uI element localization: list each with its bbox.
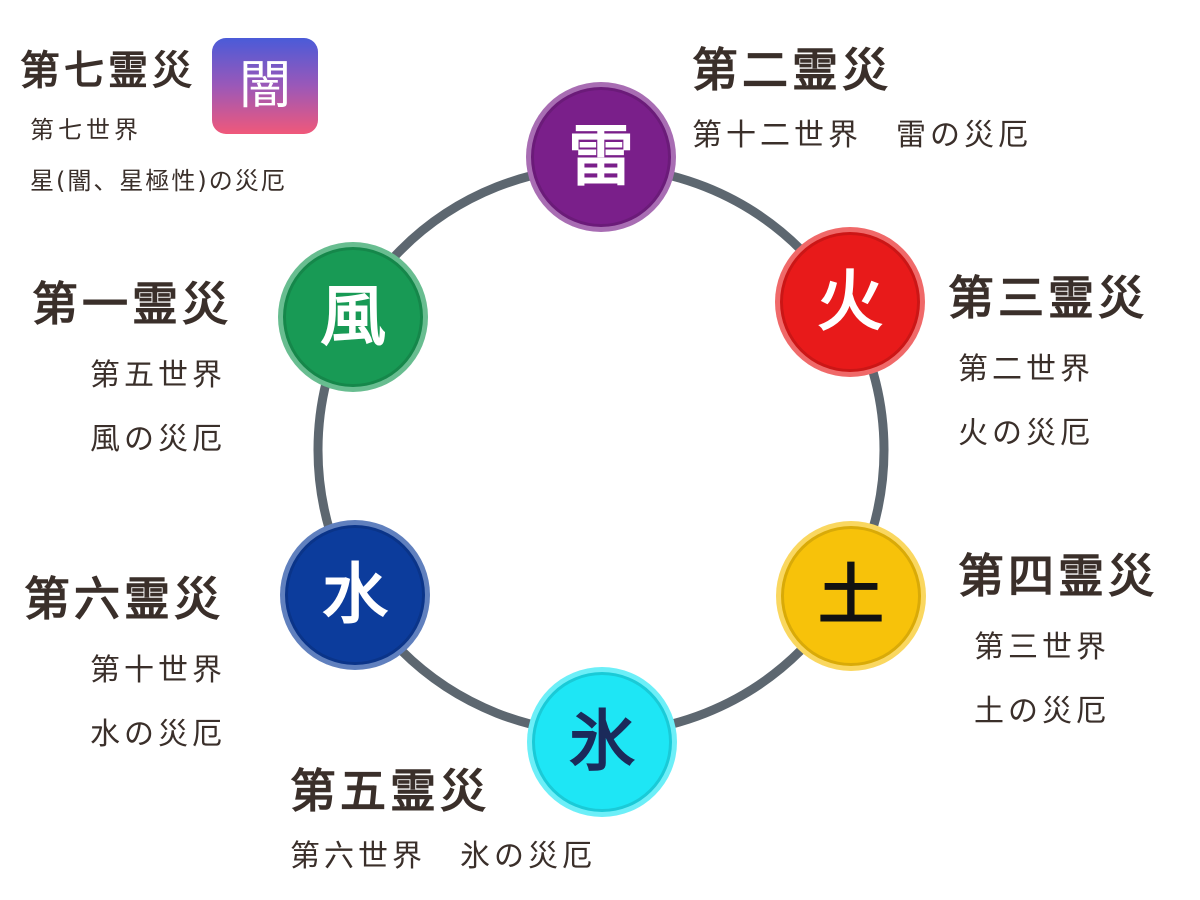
label-title: 第一霊災 <box>32 277 232 331</box>
water-kanji-icon: 水 <box>322 556 388 633</box>
label-line: 風の災厄 <box>90 422 226 457</box>
label-title: 第四霊災 <box>958 549 1158 603</box>
darkness-badge: 闇 <box>212 38 318 134</box>
thunder-node: 雷 <box>526 82 676 232</box>
label-line: 第六世界 氷の災厄 <box>290 839 596 874</box>
label-title: 第七霊災 <box>20 48 196 94</box>
label-fourth-calamity: 第四霊災 第三世界 土の災厄 <box>958 540 1158 730</box>
label-line: 火の災厄 <box>958 416 1094 451</box>
label-line: 第三世界 <box>974 630 1110 665</box>
ice-kanji-icon: 氷 <box>569 703 635 780</box>
label-title: 第三霊災 <box>948 271 1148 325</box>
label-line: 第七世界 <box>30 116 142 144</box>
label-fifth-calamity: 第五霊災 第六世界 氷の災厄 <box>290 755 596 875</box>
water-node: 水 <box>280 520 430 670</box>
earth-node: 土 <box>776 521 926 671</box>
label-title: 第二霊災 <box>692 43 892 97</box>
label-line: 第十世界 <box>90 653 226 688</box>
label-sixth-calamity: 第六霊災 第十世界 水の災厄 <box>24 563 226 753</box>
label-line: 第五世界 <box>90 358 226 393</box>
label-line: 第十二世界 雷の災厄 <box>692 118 1032 153</box>
darkness-kanji-icon: 闇 <box>238 56 291 116</box>
earth-kanji-icon: 土 <box>818 557 884 634</box>
thunder-kanji-icon: 雷 <box>568 118 634 195</box>
fire-node: 火 <box>775 227 925 377</box>
label-third-calamity: 第三霊災 第二世界 火の災厄 <box>948 262 1148 452</box>
label-line: 星(闇、星極性)の災厄 <box>30 167 287 195</box>
label-second-calamity: 第二霊災 第十二世界 雷の災厄 <box>692 34 1032 154</box>
label-line: 土の災厄 <box>974 694 1110 729</box>
fire-kanji-icon: 火 <box>817 263 883 340</box>
label-seventh-calamity: 第七霊災 第七世界 星(闇、星極性)の災厄 <box>20 38 287 196</box>
label-title: 第六霊災 <box>24 572 224 626</box>
label-title: 第五霊災 <box>290 764 490 818</box>
wind-kanji-icon: 風 <box>320 278 386 355</box>
label-line: 水の災厄 <box>90 717 226 752</box>
ice-node: 氷 <box>527 667 677 817</box>
label-first-calamity: 第一霊災 第五世界 風の災厄 <box>32 268 232 458</box>
label-line: 第二世界 <box>958 352 1094 387</box>
wind-node: 風 <box>278 242 428 392</box>
